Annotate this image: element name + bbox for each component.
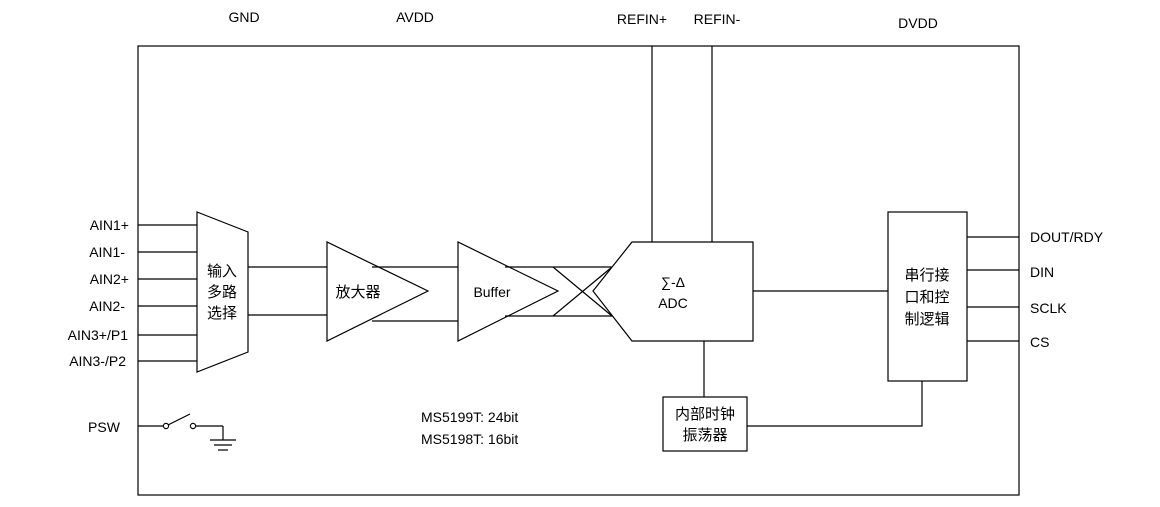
buffer-label: Buffer bbox=[473, 284, 510, 300]
variant-ms5199t: MS5199T: 24bit bbox=[421, 409, 518, 425]
switch-blade bbox=[167, 413, 191, 426]
variant-ms5198t: MS5198T: 16bit bbox=[421, 431, 518, 447]
input-label-ain3-minus-p2: AIN3-/P2 bbox=[69, 353, 126, 369]
psw-label: PSW bbox=[88, 419, 121, 435]
input-label-ain2-plus: AIN2+ bbox=[90, 271, 129, 287]
pin-refin-plus: REFIN+ bbox=[617, 11, 667, 27]
switch-contact-left bbox=[162, 422, 170, 430]
amplifier-label: 放大器 bbox=[335, 283, 380, 301]
mux-label-2: 多路 bbox=[207, 283, 237, 301]
serial-label-2: 口和控 bbox=[904, 288, 949, 306]
pin-gnd: GND bbox=[228, 9, 259, 25]
adc-label-sigma-delta: ∑-Δ bbox=[661, 274, 685, 290]
serial-label-3: 制逻辑 bbox=[904, 310, 949, 328]
input-label-ain2-minus: AIN2- bbox=[89, 298, 125, 314]
clock-serial-line bbox=[747, 381, 923, 427]
digital-outputs: DOUT/RDY DIN SCLK CS bbox=[967, 229, 1104, 350]
mux-block bbox=[196, 211, 249, 373]
adc-block bbox=[592, 241, 754, 342]
ground-icon bbox=[210, 439, 236, 451]
output-label-din: DIN bbox=[1030, 264, 1054, 280]
buffer-adc-cross-b bbox=[552, 266, 613, 317]
chip-outline bbox=[137, 45, 1020, 496]
output-label-sclk: SCLK bbox=[1030, 300, 1067, 316]
output-label-cs: CS bbox=[1030, 334, 1049, 350]
clock-label-1: 内部时钟 bbox=[675, 405, 735, 423]
input-label-ain1-minus: AIN1- bbox=[89, 244, 125, 260]
clock-oscillator-block bbox=[662, 396, 748, 452]
clock-label-2: 振荡器 bbox=[682, 426, 727, 444]
adc-label-adc: ADC bbox=[658, 295, 688, 311]
input-label-ain3-plus-p1: AIN3+/P1 bbox=[68, 327, 129, 343]
pin-refin-minus: REFIN- bbox=[694, 11, 741, 27]
output-label-dout-rdy: DOUT/RDY bbox=[1030, 229, 1104, 245]
pin-dvdd: DVDD bbox=[898, 15, 938, 31]
analog-inputs: AIN1+ AIN1- AIN2+ AIN2- AIN3+/P1 AIN3-/P… bbox=[68, 217, 197, 369]
pin-avdd: AVDD bbox=[396, 9, 434, 25]
switch-contact-right bbox=[189, 422, 197, 430]
mux-label-3: 选择 bbox=[207, 304, 237, 322]
mux-label-1: 输入 bbox=[207, 262, 237, 280]
serial-interface-block bbox=[887, 211, 968, 382]
serial-label-1: 串行接 bbox=[904, 266, 949, 284]
input-label-ain1-plus: AIN1+ bbox=[90, 217, 129, 233]
